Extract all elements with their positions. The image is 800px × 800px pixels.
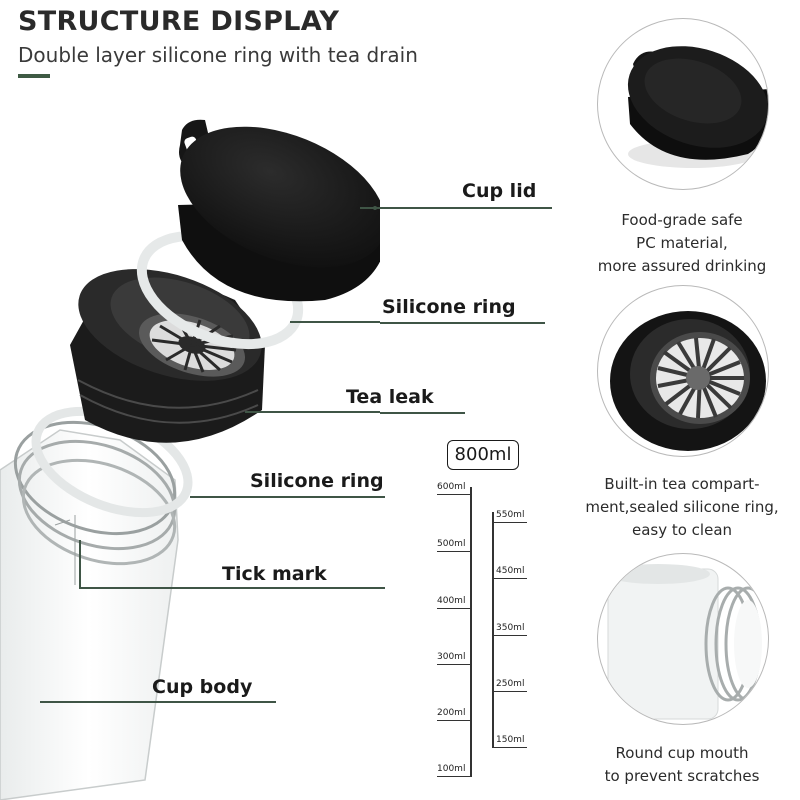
label-silicone-ring-upper: Silicone ring bbox=[382, 296, 516, 318]
scale-tick-550: 550ml bbox=[496, 510, 525, 520]
caption-line: PC material, bbox=[636, 234, 728, 252]
scale-tick-150: 150ml bbox=[496, 735, 525, 745]
scale-line-450 bbox=[492, 578, 527, 579]
label-cup-body: Cup body bbox=[152, 676, 253, 698]
feature-mouth-circle bbox=[597, 553, 769, 725]
scale-line-500 bbox=[437, 551, 470, 552]
lid-closeup-image bbox=[627, 46, 768, 168]
label-cup-lid: Cup lid bbox=[462, 180, 537, 202]
label-silicone-ring-lower: Silicone ring bbox=[250, 470, 384, 492]
scale-tick-250: 250ml bbox=[496, 679, 525, 689]
feature-caption-strainer: Built-in tea compart- ment,sealed silico… bbox=[582, 473, 782, 542]
scale-axis-right bbox=[492, 512, 494, 748]
feature-strainer-circle bbox=[597, 285, 769, 457]
label-tick-mark: Tick mark bbox=[222, 563, 327, 585]
scale-tick-100: 100ml bbox=[437, 764, 466, 774]
label-tea-leak: Tea leak bbox=[346, 386, 434, 408]
scale-line-150 bbox=[492, 747, 527, 748]
caption-line: more assured drinking bbox=[597, 257, 767, 275]
scale-tick-500: 500ml bbox=[437, 539, 466, 549]
scale-line-100 bbox=[437, 776, 470, 777]
scale-tick-350: 350ml bbox=[496, 623, 525, 633]
caption-line: easy to clean bbox=[631, 521, 733, 539]
cup-lid-graphic bbox=[178, 119, 380, 302]
caption-line: Built-in tea compart- bbox=[604, 475, 760, 493]
scale-line-600 bbox=[437, 494, 470, 495]
strainer-closeup-image bbox=[610, 311, 766, 451]
caption-line: Round cup mouth bbox=[615, 744, 749, 762]
scale-line-350 bbox=[492, 635, 527, 636]
scale-tick-400: 400ml bbox=[437, 596, 466, 606]
capacity-badge: 800ml bbox=[447, 440, 519, 470]
scale-line-250 bbox=[492, 691, 527, 692]
exploded-bottle-illustration bbox=[0, 119, 380, 800]
caption-line: ment,sealed silicone ring, bbox=[585, 498, 779, 516]
scale-tick-200: 200ml bbox=[437, 708, 466, 718]
leader-cup-body bbox=[40, 701, 276, 703]
leader-cup-lid bbox=[380, 207, 552, 209]
scale-line-400 bbox=[437, 608, 470, 609]
page-title: STRUCTURE DISPLAY bbox=[18, 6, 340, 37]
feature-lid-circle bbox=[597, 18, 769, 190]
feature-caption-lid: Food-grade safe PC material, more assure… bbox=[582, 209, 782, 278]
leader-tick-mark bbox=[380, 587, 385, 589]
scale-tick-600: 600ml bbox=[437, 482, 466, 492]
leader-silicone-ring-upper bbox=[380, 322, 545, 324]
cup-body-graphic bbox=[0, 420, 179, 800]
page-subtitle: Double layer silicone ring with tea drai… bbox=[18, 43, 418, 67]
scale-axis-left bbox=[470, 487, 472, 777]
caption-line: to prevent scratches bbox=[604, 767, 760, 785]
leader-silicone-ring-lower bbox=[380, 496, 385, 498]
scale-line-200 bbox=[437, 720, 470, 721]
cup-mouth-closeup-image bbox=[606, 564, 768, 720]
scale-line-300 bbox=[437, 664, 470, 665]
feature-caption-mouth: Round cup mouth to prevent scratches bbox=[582, 742, 782, 788]
scale-tick-450: 450ml bbox=[496, 566, 525, 576]
scale-line-550 bbox=[492, 522, 527, 523]
caption-line: Food-grade safe bbox=[621, 211, 743, 229]
leader-tea-leak bbox=[380, 412, 465, 414]
scale-tick-300: 300ml bbox=[437, 652, 466, 662]
title-accent-bar bbox=[18, 74, 50, 78]
